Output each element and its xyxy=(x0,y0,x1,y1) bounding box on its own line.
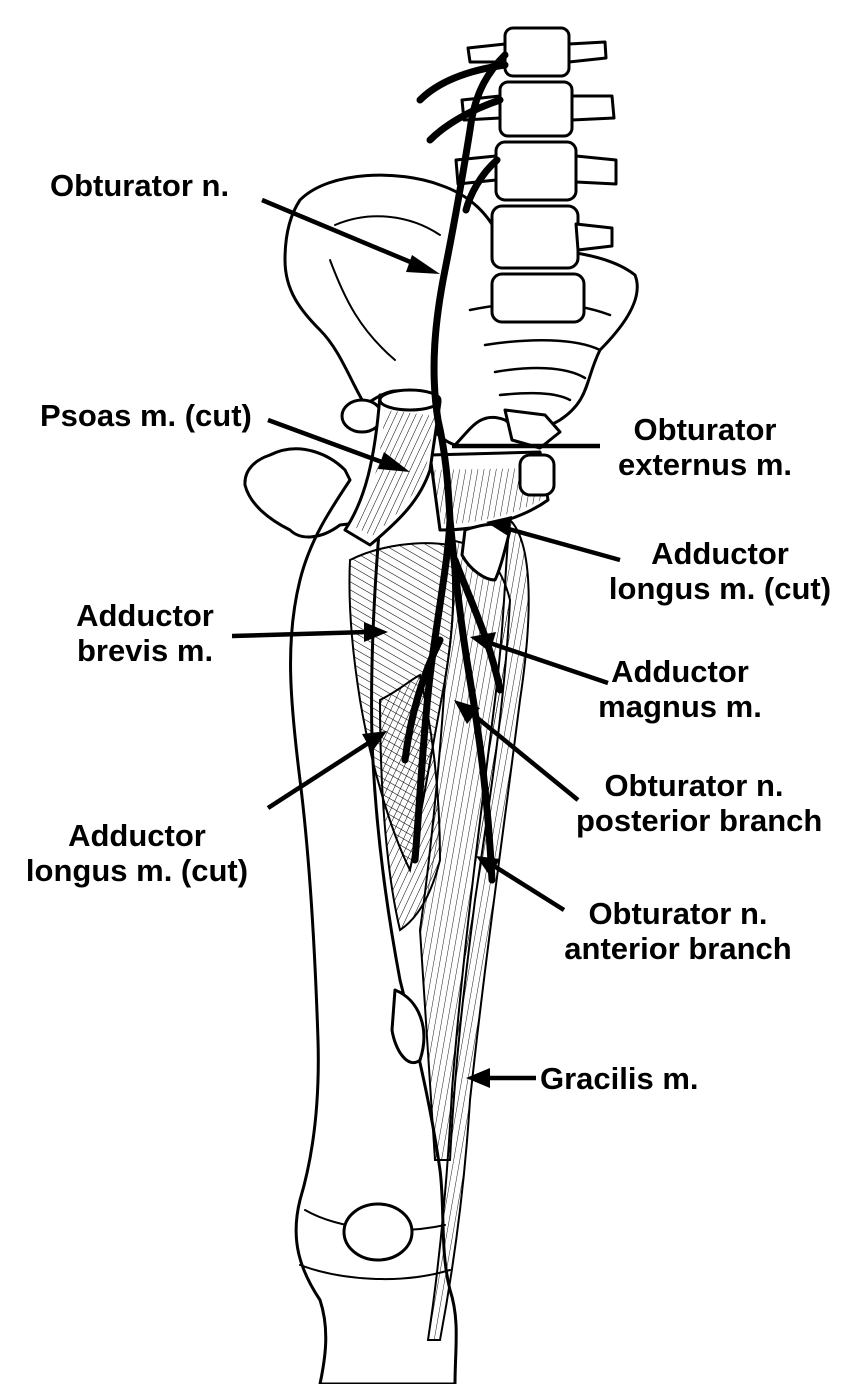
label-gracilis: Gracilis m. xyxy=(540,1061,699,1096)
label-obturator-anterior-branch: Obturator n. anterior branch xyxy=(548,896,808,966)
label-obturator-n: Obturator n. xyxy=(50,168,229,203)
label-adductor-longus-left: Adductor longus m. (cut) xyxy=(15,818,259,888)
label-obturator-externus: Obturator externus m. xyxy=(605,412,805,482)
label-psoas: Psoas m. (cut) xyxy=(40,398,252,433)
label-adductor-brevis: Adductor brevis m. xyxy=(65,598,225,668)
label-adductor-longus-top: Adductor longus m. (cut) xyxy=(598,536,842,606)
label-obturator-posterior-branch: Obturator n. posterior branch xyxy=(576,768,812,838)
label-adductor-magnus: Adductor magnus m. xyxy=(590,654,770,724)
